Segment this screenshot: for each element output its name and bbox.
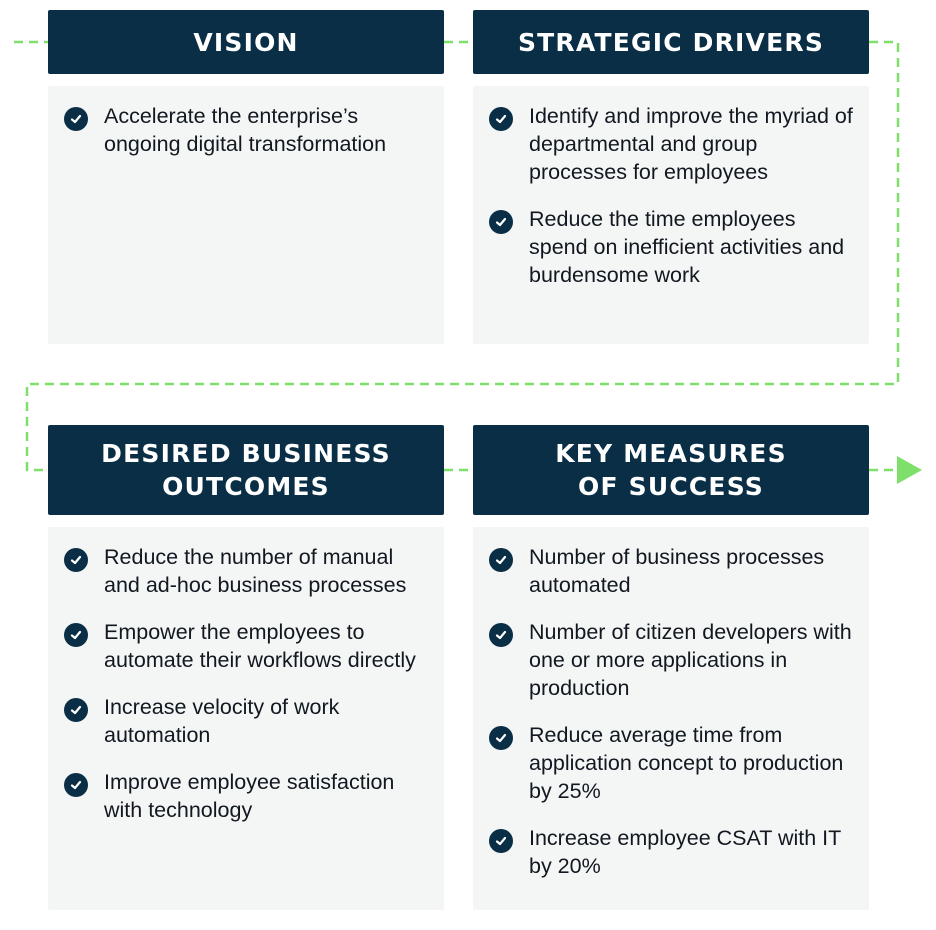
list-item: Accelerate the enterprise’s ongoing digi… bbox=[64, 102, 428, 158]
card-title: VISION bbox=[193, 27, 299, 57]
list-item: Reduce the time employees spend on ineff… bbox=[489, 205, 853, 289]
check-circle-icon bbox=[64, 698, 88, 722]
check-circle-icon bbox=[489, 623, 513, 647]
list-item-text: Identify and improve the myriad of depar… bbox=[529, 104, 853, 184]
card-body: Reduce the number of manual and ad-hoc b… bbox=[48, 527, 444, 910]
check-circle-icon bbox=[64, 773, 88, 797]
card-title-line-1: KEY MEASURES bbox=[555, 439, 787, 468]
check-circle-icon bbox=[489, 726, 513, 750]
card-header: KEY MEASURES OF SUCCESS bbox=[473, 425, 869, 515]
list-item-text: Reduce average time from application con… bbox=[529, 723, 844, 803]
card-title-line-1: DESIRED BUSINESS bbox=[101, 439, 391, 468]
card-title-line-2: OUTCOMES bbox=[162, 472, 330, 501]
arrow-right-icon bbox=[897, 456, 922, 484]
card-body: Number of business processes automated N… bbox=[473, 527, 869, 910]
check-circle-icon bbox=[489, 829, 513, 853]
card-body: Accelerate the enterprise’s ongoing digi… bbox=[48, 86, 444, 344]
list-item-text: Reduce the number of manual and ad-hoc b… bbox=[104, 545, 407, 597]
card-header: DESIRED BUSINESS OUTCOMES bbox=[48, 425, 444, 515]
list-item-text: Increase employee CSAT with IT by 20% bbox=[529, 826, 841, 878]
card-title-line-2: OF SUCCESS bbox=[578, 472, 764, 501]
list-item: Number of citizen developers with one or… bbox=[489, 618, 853, 702]
list-item: Increase velocity of work automation bbox=[64, 693, 428, 749]
list-item: Identify and improve the myriad of depar… bbox=[489, 102, 853, 186]
list-item: Reduce average time from application con… bbox=[489, 721, 853, 805]
list-item: Increase employee CSAT with IT by 20% bbox=[489, 824, 853, 880]
list-item-text: Number of citizen developers with one or… bbox=[529, 620, 852, 700]
card-desired-business-outcomes: DESIRED BUSINESS OUTCOMES Reduce the num… bbox=[48, 425, 444, 910]
card-body: Identify and improve the myriad of depar… bbox=[473, 86, 869, 344]
card-header: VISION bbox=[48, 10, 444, 74]
list-item-text: Accelerate the enterprise’s ongoing digi… bbox=[104, 104, 387, 156]
card-vision: VISION Accelerate the enterprise’s ongoi… bbox=[48, 10, 444, 344]
card-title: STRATEGIC DRIVERS bbox=[517, 27, 825, 57]
check-circle-icon bbox=[489, 210, 513, 234]
check-circle-icon bbox=[64, 548, 88, 572]
list-item: Empower the employees to automate their … bbox=[64, 618, 428, 674]
check-circle-icon bbox=[489, 107, 513, 131]
list-item-text: Empower the employees to automate their … bbox=[104, 620, 416, 672]
list-item: Improve employee satisfaction with techn… bbox=[64, 768, 428, 824]
card-header: STRATEGIC DRIVERS bbox=[473, 10, 869, 74]
check-circle-icon bbox=[64, 623, 88, 647]
list-item-text: Number of business processes automated bbox=[529, 545, 825, 597]
list-item-text: Increase velocity of work automation bbox=[104, 695, 340, 747]
check-circle-icon bbox=[64, 107, 88, 131]
list-item-text: Improve employee satisfaction with techn… bbox=[104, 770, 395, 822]
list-item-text: Reduce the time employees spend on ineff… bbox=[529, 207, 845, 287]
card-key-measures-of-success: KEY MEASURES OF SUCCESS Number of busine… bbox=[473, 425, 869, 910]
list-item: Reduce the number of manual and ad-hoc b… bbox=[64, 543, 428, 599]
card-strategic-drivers: STRATEGIC DRIVERS Identify and improve t… bbox=[473, 10, 869, 344]
check-circle-icon bbox=[489, 548, 513, 572]
list-item: Number of business processes automated bbox=[489, 543, 853, 599]
